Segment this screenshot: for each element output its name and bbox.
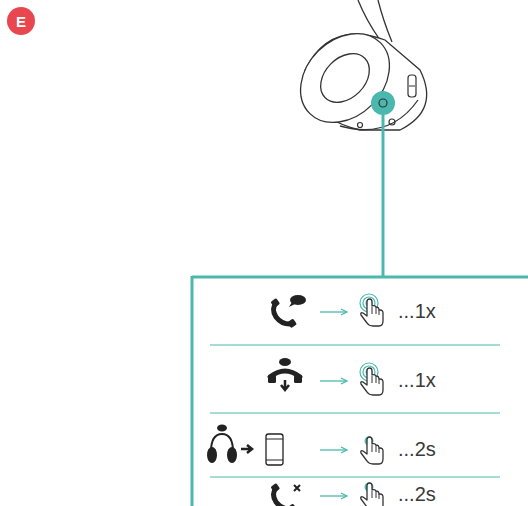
badge-letter: E	[16, 14, 26, 29]
headset-earcup	[283, 0, 427, 140]
reject-call-icon	[270, 483, 383, 506]
press-count: ...2s	[398, 484, 436, 504]
pairing-icon	[207, 425, 383, 466]
answer-call-icon	[270, 294, 383, 328]
end-call-icon	[268, 358, 383, 395]
press-count: ...1x	[398, 370, 436, 390]
bracket-lines	[192, 115, 528, 506]
press-count: ...1x	[398, 301, 436, 321]
badge-circle: E	[7, 7, 35, 35]
press-count: ...2s	[398, 439, 436, 459]
